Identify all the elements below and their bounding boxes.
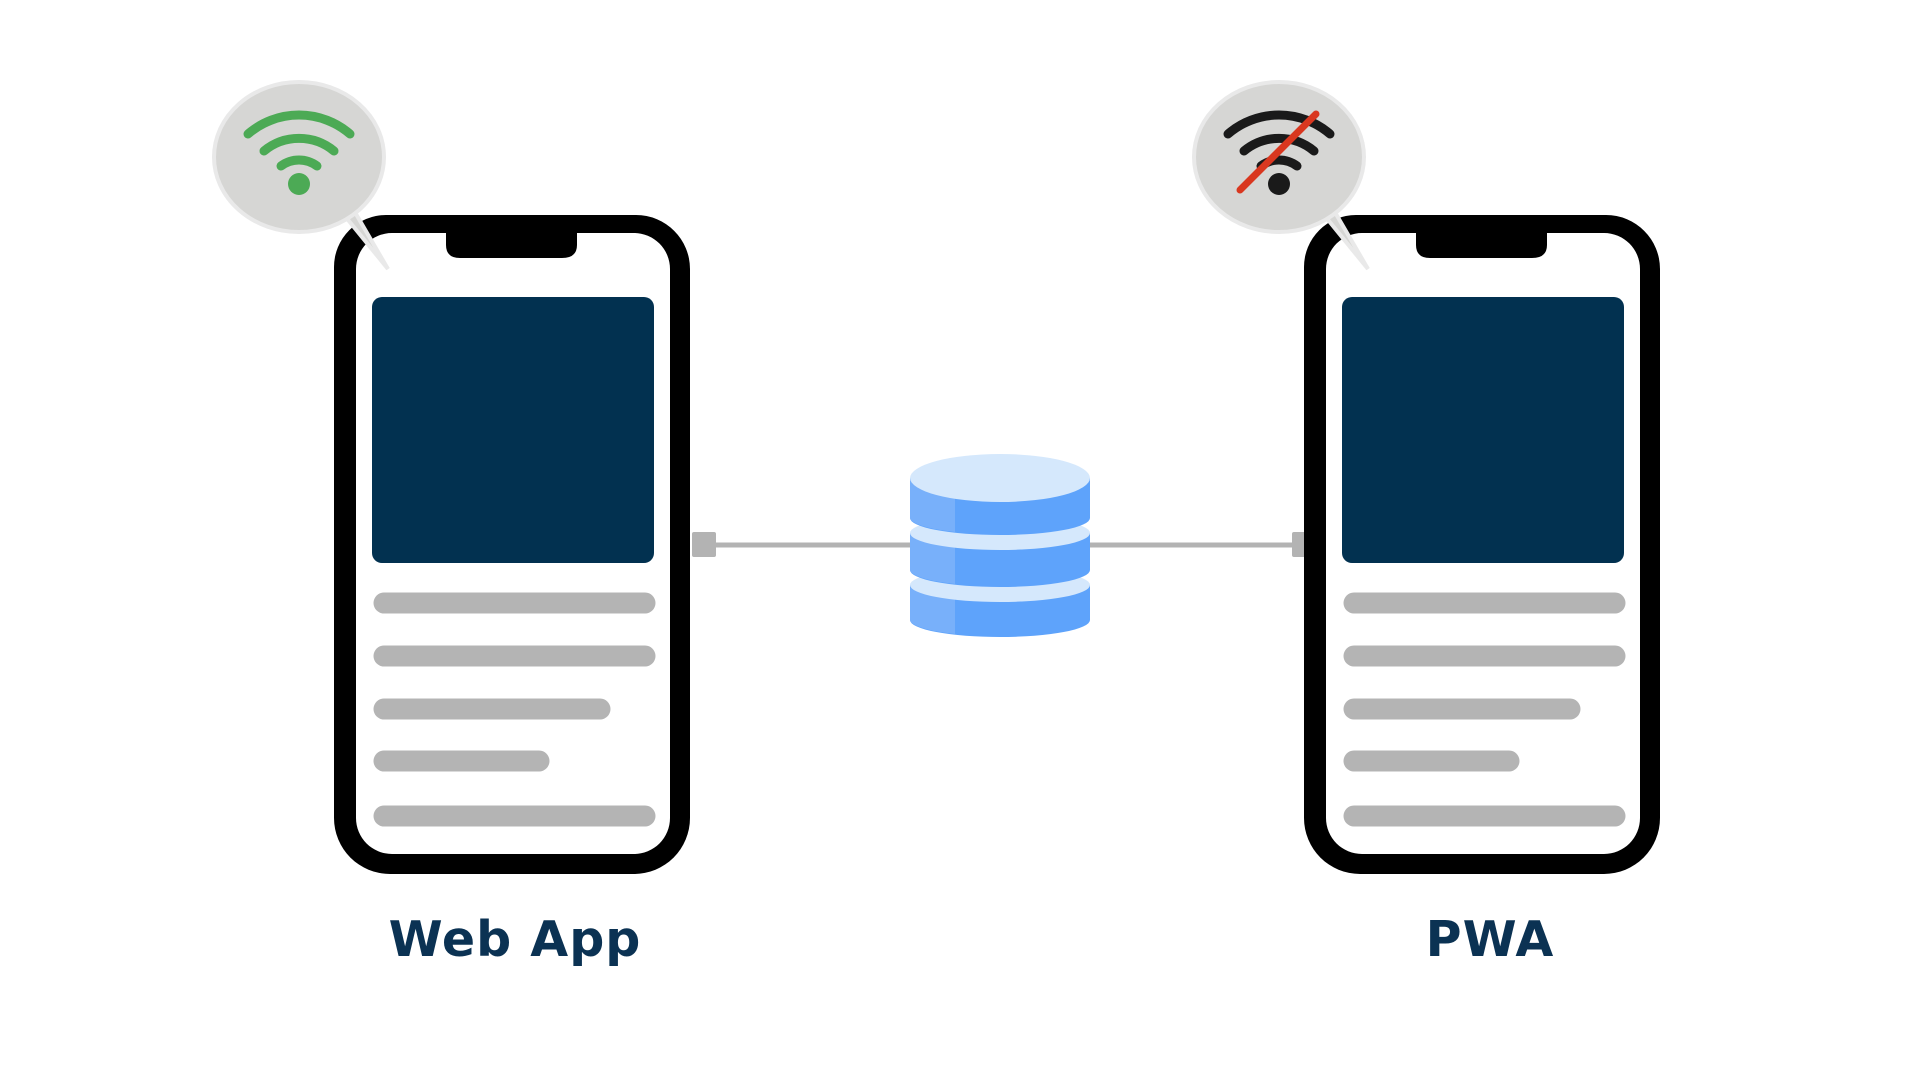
caption-web-app: Web App	[388, 911, 642, 968]
phone-web-app	[334, 215, 690, 874]
hero-image-block	[1342, 297, 1624, 563]
wifi-disconnected-icon	[1223, 110, 1335, 195]
status-bubble-web-app	[212, 80, 390, 271]
status-bubble-pwa	[1192, 80, 1370, 271]
database-icon	[910, 454, 1090, 637]
text-placeholder-lines	[1343, 592, 1626, 827]
hero-image-block	[372, 297, 654, 563]
offline-slash-icon	[1236, 110, 1320, 194]
text-placeholder-lines	[373, 592, 656, 827]
connection-right	[1090, 532, 1315, 557]
caption-pwa: PWA	[1425, 911, 1555, 968]
phone-pwa	[1304, 215, 1660, 874]
wifi-connected-icon	[243, 110, 355, 195]
database-disk	[910, 454, 1090, 535]
connection-left	[692, 532, 915, 557]
